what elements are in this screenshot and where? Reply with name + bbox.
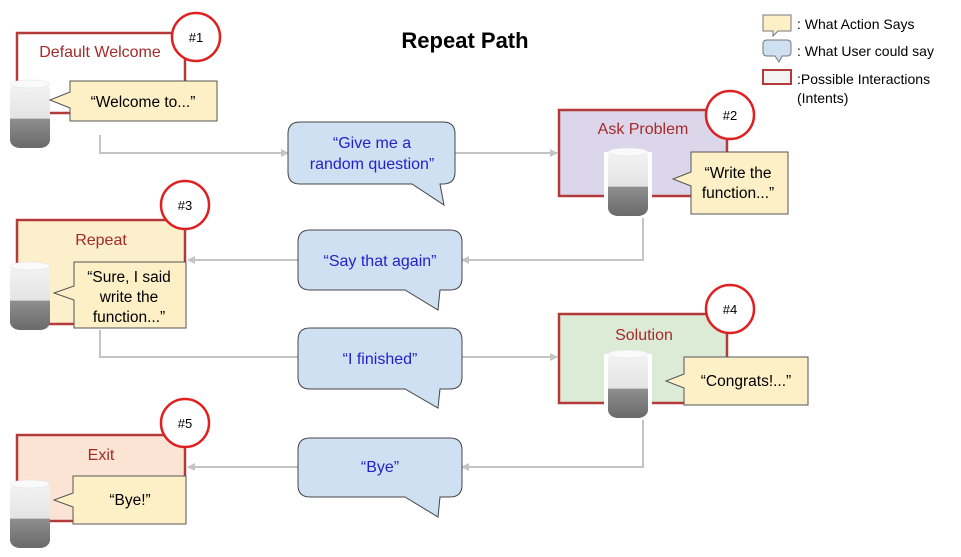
action-speech-callout xyxy=(48,80,218,122)
user-utterance-bye: “Bye” xyxy=(297,437,463,518)
user-text: “I finished” xyxy=(343,351,418,368)
step-badge xyxy=(159,179,211,231)
page-title: Repeat Path xyxy=(401,28,528,53)
legend-user-swatch xyxy=(762,39,792,63)
google-home-speaker-icon xyxy=(9,261,51,331)
google-home-speaker-icon xyxy=(607,147,649,217)
action-text: “Sure, I said xyxy=(87,269,171,286)
flow-arrow-ask-to-say xyxy=(461,218,644,264)
flow-arrow-repeat-to-finished xyxy=(99,330,298,358)
google-home-speaker-icon xyxy=(9,479,51,549)
user-text: random question” xyxy=(310,156,435,173)
action-text: function...” xyxy=(93,309,165,326)
step-badge xyxy=(704,89,756,141)
intent-exit: Exit “Bye!” #5 xyxy=(9,397,211,549)
step-badge xyxy=(159,397,211,449)
legend-intent-label: (Intents) xyxy=(797,90,848,106)
legend-action-swatch xyxy=(762,14,792,38)
legend-intent-label: :Possible Interactions xyxy=(797,71,930,87)
action-speech-callout xyxy=(671,151,789,215)
flow-arrow-solution-to-bye xyxy=(461,420,644,471)
user-utterance-say-again: “Say that again” xyxy=(297,229,463,311)
flow-arrow-welcome-to-give xyxy=(99,135,289,157)
action-speech-callout xyxy=(52,261,187,329)
step-badge-label: #1 xyxy=(189,30,203,45)
action-text: function...” xyxy=(702,185,774,202)
step-badge-label: #4 xyxy=(723,302,737,317)
user-text: “Give me a xyxy=(333,135,411,152)
google-home-speaker-icon xyxy=(607,349,649,419)
intent-name: Ask Problem xyxy=(598,121,689,138)
intent-name: Solution xyxy=(615,327,673,344)
step-badge-label: #3 xyxy=(178,198,192,213)
flow-connectors xyxy=(99,135,644,471)
action-text: “Bye!” xyxy=(109,492,150,509)
step-badge xyxy=(704,283,756,335)
action-text: “Welcome to...” xyxy=(91,94,196,111)
action-text: “Congrats!...” xyxy=(701,373,791,390)
user-utterance-give-question: “Give me a random question” xyxy=(287,121,456,207)
user-speech-bubble xyxy=(297,437,463,518)
step-badge xyxy=(170,11,222,63)
step-badge-label: #2 xyxy=(723,108,737,123)
user-utterance-finished: “I finished” xyxy=(297,327,463,409)
intent-name: Repeat xyxy=(75,232,127,249)
user-speech-bubble xyxy=(287,121,456,207)
legend-intent-swatch xyxy=(762,69,792,85)
user-speech-bubble xyxy=(297,229,463,311)
intent-name: Exit xyxy=(88,447,115,464)
action-text: write the xyxy=(99,289,159,306)
user-text: “Bye” xyxy=(361,459,399,476)
intent-repeat: Repeat “Sure, I said write the function.… xyxy=(9,179,211,331)
intent-ask-problem: Ask Problem “Write the function...” #2 xyxy=(557,89,789,217)
user-text: “Say that again” xyxy=(324,253,437,270)
legend-action-label: : What Action Says xyxy=(797,16,915,32)
step-badge-label: #5 xyxy=(178,416,192,431)
action-text: “Write the xyxy=(705,165,772,182)
intent-default-welcome: Default Welcome “Welcome to...” #1 xyxy=(9,11,222,149)
intent-name: Default Welcome xyxy=(39,44,161,61)
action-speech-callout xyxy=(664,356,809,406)
intent-solution: Solution “Congrats!...” #4 xyxy=(557,283,809,419)
google-home-speaker-icon xyxy=(9,79,51,149)
legend: : What Action Says : What User could say… xyxy=(762,14,934,106)
user-speech-bubble xyxy=(297,327,463,409)
legend-user-label: : What User could say xyxy=(797,43,934,59)
action-speech-callout xyxy=(52,475,187,525)
